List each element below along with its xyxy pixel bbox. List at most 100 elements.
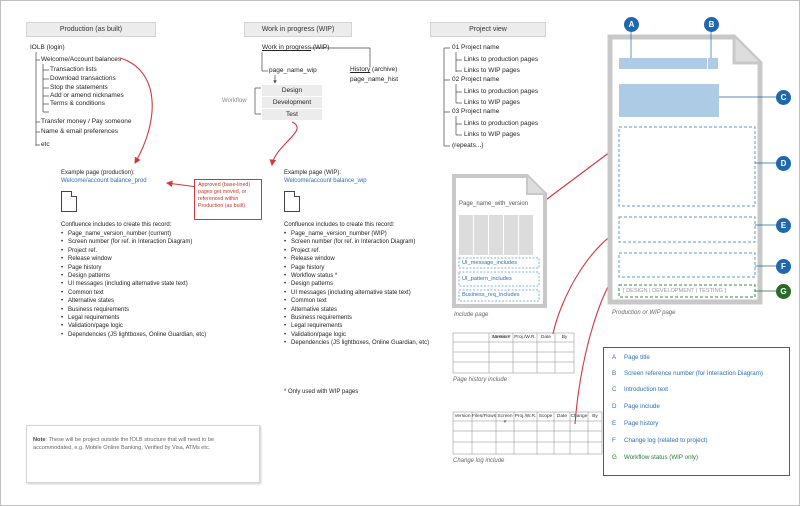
list-item: Common text — [284, 297, 429, 306]
project-link[interactable]: Links to production pages — [464, 88, 539, 95]
production-wip-page-caption: Production or WIP page — [612, 310, 676, 316]
legend-label-c: Introduction text — [624, 386, 669, 393]
change-log-col-screen: Screen # — [497, 414, 513, 425]
marker-b: B — [704, 17, 719, 32]
workflow-stage-development: Development — [262, 97, 322, 108]
list-item: Page_name_version_number (current) — [61, 230, 206, 239]
workflow-stage-design: Design — [262, 85, 322, 96]
list-item: Dependencies (JS lightboxes, Online Guar… — [284, 339, 429, 348]
list-item: Design patterns — [61, 272, 206, 281]
tree-item: Add or amend nicknames — [50, 92, 124, 99]
project-link[interactable]: Links to production pages — [464, 56, 539, 63]
production-includes-list: Page_name_version_number (current) Scree… — [61, 230, 206, 340]
change-log-col-change: Change — [570, 414, 588, 419]
note-box: Note: These will be project outside the … — [26, 425, 260, 483]
list-item: Alternative states — [61, 297, 206, 306]
history-suffix: (archive) — [370, 66, 398, 73]
wip-title-suffix: (WIP) — [311, 44, 330, 51]
legend-key-a: A — [612, 354, 617, 361]
production-example-link[interactable]: Welcome/account balance_prod — [61, 178, 147, 184]
list-item: Business requirements — [284, 314, 429, 323]
project-item: 03 Project name — [452, 108, 500, 115]
production-wip-page-shape — [607, 34, 763, 305]
page-name-wip: page_name_wip — [269, 67, 317, 74]
wip-example-label: Example page (WIP): — [284, 170, 342, 176]
marker-e: E — [776, 218, 791, 233]
marker-d: D — [776, 156, 791, 171]
list-item: Legal requirements — [61, 314, 206, 323]
wip-title-link[interactable]: Work in progress — [262, 44, 312, 51]
project-link[interactable]: Links to WIP pages — [464, 99, 520, 106]
list-item: Validation/page logic — [284, 331, 429, 340]
project-item: (repeats...) — [452, 142, 484, 149]
list-item: Workflow status * — [284, 272, 429, 281]
tree-item: Transfer money / Pay someone — [41, 118, 132, 125]
legend-key-g: G — [612, 454, 617, 461]
change-log-col-files: Files/Flows — [472, 414, 496, 419]
change-log-col-version: Version — [454, 414, 471, 419]
change-log-table-grid — [452, 411, 603, 455]
list-item: Release window — [284, 255, 429, 264]
legend-key-d: D — [612, 403, 617, 410]
wip-confluence-title: Confluence includes to create this recor… — [284, 222, 395, 228]
page-history-col-date: Date — [540, 335, 552, 340]
page-document-icon — [284, 191, 300, 212]
tree-item: Terms & conditions — [50, 100, 105, 107]
change-log-col-date: Date — [556, 414, 568, 419]
include-page-shape — [452, 174, 547, 308]
history-title: History (archive) — [350, 66, 397, 74]
legend-box: A Page title B Screen reference number (… — [603, 347, 790, 476]
workflow-label: Workflow — [222, 98, 247, 104]
list-item: Page history — [61, 264, 206, 273]
note-label: Note — [33, 437, 46, 443]
list-item: Alternative states — [284, 306, 429, 315]
legend-label-a: Page title — [624, 354, 650, 361]
marker-a: A — [624, 17, 639, 32]
page-history-col-1: Version — [493, 335, 509, 340]
project-link[interactable]: Links to WIP pages — [464, 67, 520, 74]
project-header: Project view — [430, 22, 546, 37]
page-name-hist: page_name_hist — [350, 76, 399, 83]
project-link[interactable]: Links to WIP pages — [464, 131, 520, 138]
list-item: Screen number (for ref. in Interaction D… — [61, 238, 206, 247]
list-item: Validation/page logic — [61, 322, 206, 331]
approved-note-box: Approved (base-lined) pages get moved, o… — [194, 179, 262, 220]
wip-includes-list: Page_name_version_number (WIP) Screen nu… — [284, 230, 429, 348]
workflow-status-bar: [ DESIGN | DEVELOPMENT | TESTING ] — [623, 288, 727, 294]
list-item: Page_name_version_number (WIP) — [284, 230, 429, 239]
project-item: 01 Project name — [452, 44, 500, 51]
include-page-caption: Include page — [454, 312, 489, 318]
page-history-caption: Page history include — [453, 377, 508, 383]
list-item: Common text — [61, 289, 206, 298]
tree-item: Transaction lists — [50, 66, 97, 73]
page-history-col-by: By — [561, 335, 568, 340]
include-page-title: Page_name_with_version — [459, 201, 529, 207]
tree-item: Welcome/Account balances — [41, 56, 122, 63]
list-item: Project ref. — [61, 247, 206, 256]
legend-label-d: Page include — [624, 403, 660, 410]
wip-header: Work in progress (WIP) — [244, 22, 352, 37]
tree-item: Download transactions — [50, 75, 116, 82]
legend-label-b: Screen reference number (for Interaction… — [624, 370, 763, 377]
wip-title: Work in progress (WIP) — [262, 44, 329, 52]
marker-f: F — [776, 259, 791, 274]
list-item: Page history — [284, 264, 429, 273]
tree-item: Stop the statements — [50, 84, 108, 91]
legend-key-b: B — [612, 370, 617, 377]
page-history-col-screen: Screen # — [491, 335, 511, 340]
history-link[interactable]: History — [350, 66, 371, 73]
legend-label-e: Page history — [624, 420, 659, 427]
note-text: Note: These will be project outside the … — [33, 436, 251, 452]
page-history-table-grid — [452, 332, 575, 374]
list-item: Legal requirements — [284, 322, 429, 331]
production-confluence-title: Confluence includes to create this recor… — [61, 222, 172, 228]
list-item: Business requirements — [61, 306, 206, 315]
change-log-caption: Change log include — [453, 458, 505, 464]
project-link[interactable]: Links to production pages — [464, 120, 539, 127]
tree-item: IOLB (login) — [30, 44, 65, 51]
production-header: Production (as built) — [26, 22, 156, 37]
change-log-col-proj: Proj./W.R. — [514, 414, 537, 419]
include-ui-pattern: UI_pattern_includes — [462, 276, 512, 282]
wip-example-link[interactable]: Welcome/account balance_wip — [284, 178, 367, 184]
